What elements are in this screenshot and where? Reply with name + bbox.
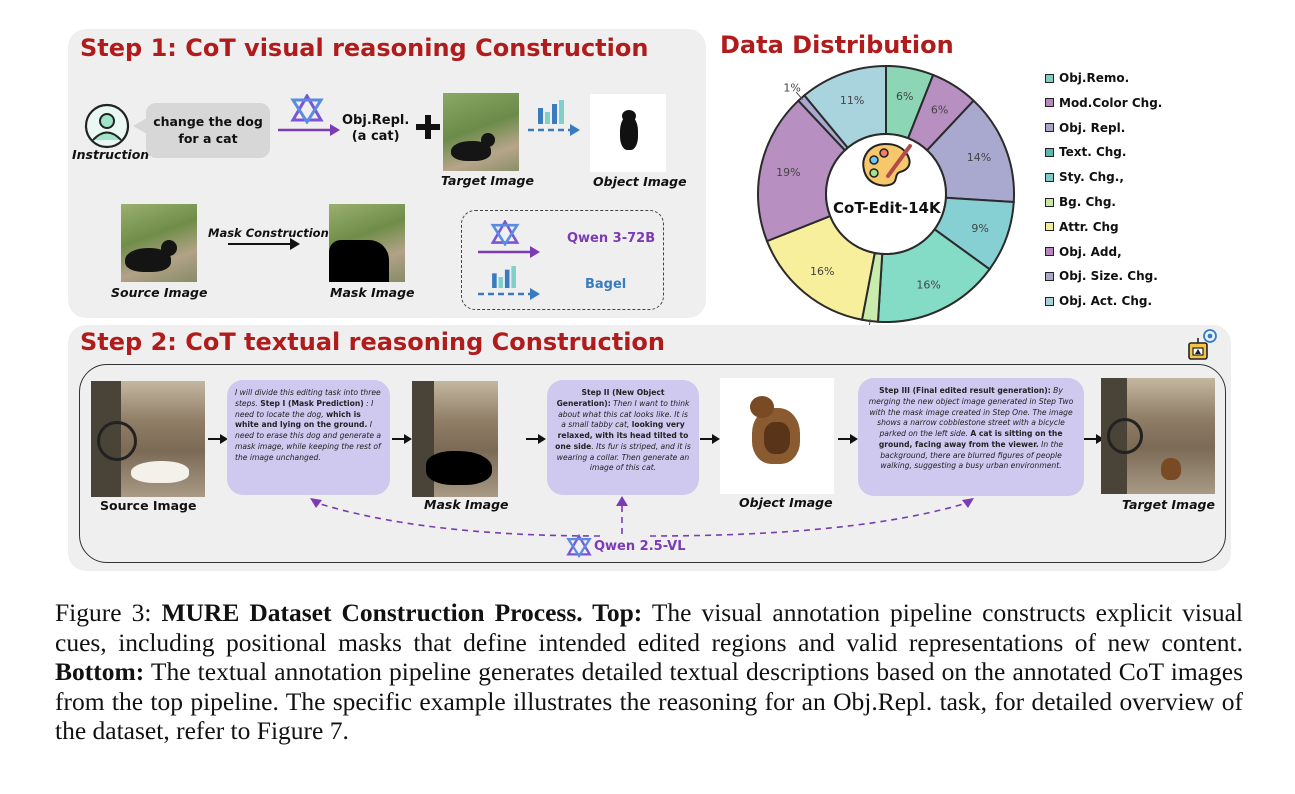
distribution-title: Data Distribution [720, 31, 954, 59]
step2-title: Step 2: CoT textual reasoning Constructi… [80, 328, 665, 356]
qwen25vl-label: Qwen 2.5-VL [594, 539, 686, 554]
legend-item: Obj.Remo. [1045, 71, 1129, 85]
legend-swatch [1045, 271, 1054, 281]
distribution-pie-chart: 6%6%14%9%16%2%16%19%1%11% [757, 64, 1015, 328]
pie-slice-label: 19% [776, 166, 800, 179]
arrow-right-icon [526, 434, 546, 444]
pie-leader-line [795, 91, 804, 100]
object-image-step1 [590, 94, 666, 172]
pie-slice-label: 16% [916, 278, 940, 291]
palette-icon [862, 142, 912, 187]
arrow-black-icon [228, 238, 300, 250]
plus-icon [416, 115, 440, 139]
pie-slice-label: 1% [783, 81, 800, 94]
pie-slice-label: 11% [840, 94, 864, 107]
legend-label: Obj.Remo. [1059, 71, 1130, 85]
legend-item: Obj. Repl. [1045, 121, 1125, 135]
pie-center-label: CoT-Edit-14K [833, 199, 941, 217]
mask-image-label: Mask Image [424, 497, 509, 512]
arrow-blue-dashed-icon [478, 288, 540, 300]
legend-item: Attr. Chg [1045, 220, 1119, 234]
arrow-purple-icon [278, 124, 340, 136]
legend-label: Obj. Repl. [1059, 120, 1126, 135]
mask-construction-label: Mask Construction [208, 226, 329, 240]
arrow-right-icon [392, 434, 412, 444]
object-image-step2 [720, 378, 834, 494]
legend-label: Attr. Chg [1059, 219, 1119, 234]
model-bagel-label: Bagel [585, 277, 627, 292]
legend-swatch [1045, 98, 1054, 108]
object-image-label: Object Image [739, 495, 833, 510]
pie-center-hole [825, 133, 947, 255]
pie-slice-label: 6% [931, 104, 948, 117]
reasoning-box-step3: Step III (Final edited result generation… [858, 378, 1084, 496]
legend-label: Bg. Chg. [1059, 195, 1116, 209]
user-avatar-icon [84, 103, 130, 149]
reasoning-box-step1: I will divide this editing task into thr… [227, 380, 390, 495]
legend-label: Obj. Act. Chg. [1059, 294, 1153, 309]
arrow-blue-dashed-icon [528, 124, 580, 136]
target-image-step1 [443, 93, 519, 171]
object-image-label: Object Image [593, 174, 687, 189]
pie-slice-label: 14% [967, 151, 991, 164]
legend-swatch [1045, 247, 1054, 257]
legend-item: Sty. Chg., [1045, 170, 1124, 184]
legend-swatch [1045, 296, 1054, 306]
qwen-connectors [310, 496, 974, 537]
mask-image-step1 [329, 204, 405, 282]
legend-label: Obj. Add, [1059, 244, 1122, 259]
arrow-right-icon [838, 434, 858, 444]
legend-label: Obj. Size. Chg. [1059, 269, 1158, 284]
model-qwen3-label: Qwen 3-72B [567, 231, 656, 246]
legend-swatch [1045, 73, 1054, 83]
legend-swatch [1045, 172, 1054, 182]
pie-slice-label: 16% [810, 265, 834, 278]
legend-swatch [1045, 147, 1054, 157]
instruction-label: Instruction [72, 147, 150, 162]
source-image-step2 [91, 381, 205, 497]
legend-item: Obj. Add, [1045, 245, 1122, 259]
target-image-step2 [1101, 378, 1215, 494]
arrow-right-icon [1084, 434, 1104, 444]
target-image-label: Target Image [1122, 497, 1215, 512]
source-image-step1 [121, 204, 197, 282]
arrow-right-icon [208, 434, 228, 444]
legend-swatch [1045, 197, 1054, 207]
legend-item: Obj. Act. Chg. [1045, 294, 1152, 308]
qwen-icon [566, 534, 592, 558]
legend-label: Sty. Chg., [1059, 170, 1124, 185]
legend-item: Mod.Color Chg. [1045, 96, 1162, 110]
robot-icon [1188, 329, 1217, 360]
legend-swatch [1045, 123, 1054, 133]
mask-image-label: Mask Image [330, 285, 415, 300]
qwen-icon [490, 220, 520, 246]
source-image-label: Source Image [100, 498, 197, 513]
pie-slice-label: 6% [896, 90, 913, 103]
bagel-icon [492, 266, 516, 288]
arrow-right-icon [700, 434, 720, 444]
qwen-icon [290, 94, 324, 124]
figure-caption: Figure 3: MURE Dataset Construction Proc… [55, 598, 1243, 745]
legend-label: Text. Chg. [1059, 145, 1127, 160]
pie-slice-label: 9% [971, 222, 988, 235]
mask-image-step2 [412, 381, 498, 497]
legend-swatch [1045, 222, 1054, 232]
legend-item: Text. Chg. [1045, 145, 1126, 159]
bubble-pointer [133, 118, 147, 134]
reasoning-box-step2: Step II (New Object Generation): Then I … [547, 380, 699, 495]
instruction-bubble: change the dog for a cat [146, 103, 270, 158]
bagel-icon [538, 100, 564, 124]
legend-item: Bg. Chg. [1045, 195, 1116, 209]
legend-label: Mod.Color Chg. [1059, 95, 1163, 110]
models-box [461, 210, 664, 310]
step1-title: Step 1: CoT visual reasoning Constructio… [80, 34, 649, 62]
step2-inner-frame [79, 364, 1226, 563]
objrepl-label: Obj.Repl. (a cat) [342, 113, 410, 145]
source-image-label: Source Image [111, 285, 208, 300]
target-image-label: Target Image [441, 173, 534, 188]
legend-item: Obj. Size. Chg. [1045, 269, 1158, 283]
arrow-purple-icon [478, 246, 540, 258]
